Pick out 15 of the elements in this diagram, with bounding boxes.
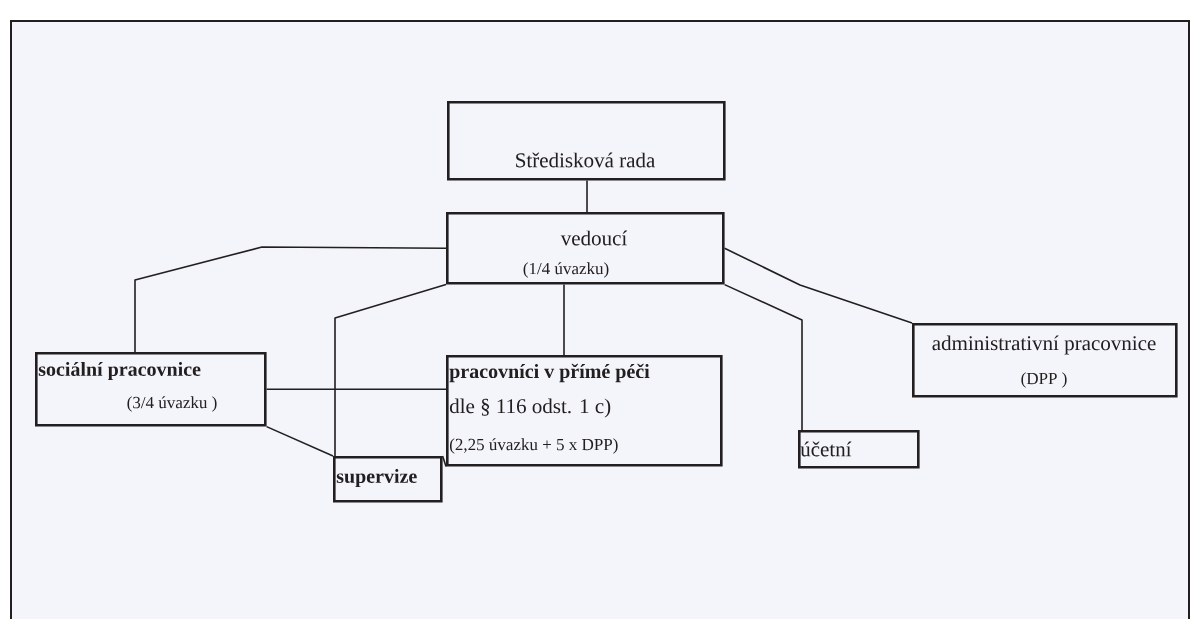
connector-line (586, 179, 588, 213)
connector-line (334, 283, 447, 457)
connector-line (265, 425, 334, 457)
org-box: administrativní pracovnice (DPP ) (912, 323, 1178, 398)
org-box: supervize (333, 456, 443, 503)
org-box: Středisková rada (447, 101, 726, 181)
connector-line (563, 283, 565, 356)
org-box: vedoucí (1/4 úvazku) (446, 212, 725, 285)
org-box: sociální pracovnice (3/4 úvazku ) (35, 352, 267, 427)
connector-line (723, 247, 913, 324)
connector-line (723, 283, 803, 431)
connector-line (265, 388, 447, 391)
connector-line (441, 455, 447, 468)
connector-line (134, 246, 447, 353)
org-box: pracovníci v přímé péči dle § 116 odst. 1 c) (2,25 úvazku + 5 x DPP) (446, 355, 723, 467)
